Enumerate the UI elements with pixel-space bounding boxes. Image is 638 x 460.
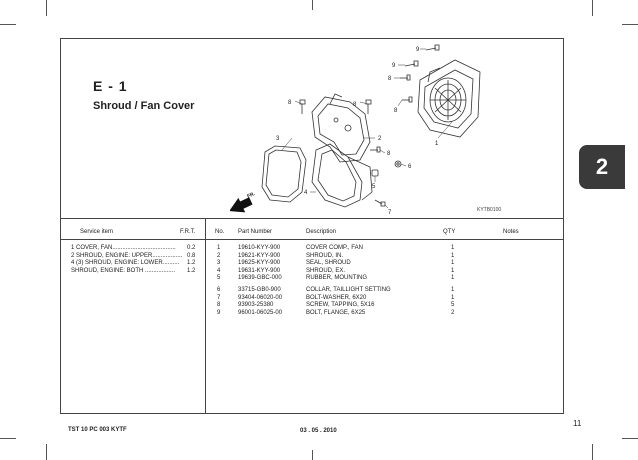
callout-9b: 9 <box>392 63 396 69</box>
section-code: E - 1 <box>93 78 128 94</box>
part-number: 19610-KYY-900 <box>238 245 281 251</box>
service-item-frt: 1.2 <box>187 260 196 266</box>
callout-8c: 8 <box>288 100 292 106</box>
chapter-tab: 2 <box>579 145 625 189</box>
header-qty: QTY <box>443 229 456 235</box>
crop-mark <box>592 0 593 16</box>
part-qty: 1 <box>451 260 455 266</box>
part-qty: 1 <box>451 267 455 274</box>
exploded-parts-diagram: 9 9 8 8 8 8 1 3 2 8 6 4 5 7 FR. <box>230 44 481 214</box>
callout-2: 2 <box>378 136 382 142</box>
part-number: 93903-25380 <box>238 302 274 308</box>
part-no: 5 <box>217 275 221 281</box>
part-description: SHROUD, IN. <box>306 252 344 259</box>
lower-shroud-drawing <box>311 143 373 208</box>
upper-shroud-drawing <box>311 93 371 163</box>
part-description: SCREW, TAPPING, 5X16 <box>306 302 375 308</box>
part-number: 96001-06025-00 <box>238 309 283 316</box>
service-item-frt: 0.8 <box>187 252 196 259</box>
part-qty: 1 <box>451 294 455 301</box>
callout-8a: 8 <box>388 76 392 82</box>
header-description: Description <box>306 229 337 235</box>
service-item-row: 4 (3) SHROUD, ENGINE: LOWER.......... <box>71 260 180 266</box>
callout-1: 1 <box>435 141 439 147</box>
header-divider <box>60 239 564 240</box>
header-no: No. <box>215 229 225 235</box>
crop-mark <box>0 438 16 439</box>
part-number: 93404-06020-00 <box>238 294 283 301</box>
part-no: 6 <box>217 287 221 293</box>
column-divider <box>205 218 206 414</box>
callout-5: 5 <box>372 184 376 190</box>
header-service-item: Service item <box>80 229 114 235</box>
crop-mark <box>46 444 47 460</box>
header-part-number: Part Number <box>238 229 273 235</box>
front-label: FR. <box>246 191 256 200</box>
fan-cover-drawing <box>417 59 481 138</box>
service-item-row: 1 COVER, FAN............................… <box>71 245 176 251</box>
diagram-ref-code: KYTB0100 <box>477 207 502 213</box>
callout-8d: 8 <box>353 102 357 108</box>
part-no: 4 <box>217 267 221 274</box>
header-notes: Notes <box>503 229 519 235</box>
crop-mark <box>312 0 313 10</box>
part-no: 1 <box>217 245 221 251</box>
crop-mark <box>622 438 638 439</box>
callout-8e: 8 <box>387 151 391 157</box>
part-description: RUBBER, MOUNTING <box>306 275 368 281</box>
part-description: BOLT-WASHER, 6X20 <box>306 294 367 301</box>
part-no: 8 <box>217 302 221 308</box>
part-qty: 5 <box>451 302 455 308</box>
footer-date: 03 . 05 . 2010 <box>300 428 337 434</box>
crop-mark <box>592 444 593 460</box>
part-description: BOLT, FLANGE, 6X25 <box>306 309 366 316</box>
crop-mark <box>312 450 313 460</box>
seal-drawing <box>261 145 307 203</box>
part-qty: 1 <box>451 252 455 259</box>
callout-8b: 8 <box>394 108 398 114</box>
part-number: 19621-KYY-900 <box>238 252 281 259</box>
service-item-frt: 0.2 <box>187 245 196 251</box>
header-frt: F.R.T. <box>180 229 196 235</box>
service-item-frt: 1.2 <box>187 267 196 274</box>
crop-mark <box>0 24 16 25</box>
footer-code: TST 10 PC 003 KYTF <box>68 427 127 433</box>
page-frame <box>60 38 564 414</box>
callout-9a: 9 <box>416 47 420 53</box>
callout-6: 6 <box>408 164 412 170</box>
part-no: 2 <box>217 252 221 259</box>
callout-4: 4 <box>304 190 308 196</box>
part-number: 19631-KYY-900 <box>238 267 281 274</box>
part-number: 19625-KYY-900 <box>238 260 281 266</box>
part-no: 7 <box>217 294 221 301</box>
crop-mark <box>46 0 47 16</box>
fastener-drawings <box>299 44 440 207</box>
front-arrow-icon <box>230 197 253 213</box>
part-qty: 2 <box>451 309 455 316</box>
part-no: 9 <box>217 309 221 316</box>
crop-mark <box>622 24 638 25</box>
part-number: 19639-GBC-000 <box>238 275 282 281</box>
callout-7: 7 <box>388 210 392 214</box>
part-number: 33715-GB0-900 <box>238 287 281 293</box>
service-item-row: SHROUD, ENGINE: BOTH .................. <box>71 267 176 274</box>
part-description: COLLAR, TAILLIGHT SETTING <box>306 287 391 293</box>
service-item-row: 2 SHROUD, ENGINE: UPPER.................… <box>71 252 183 259</box>
leader-lines <box>281 48 453 209</box>
part-description: SHROUD, EX. <box>306 267 346 274</box>
callout-3: 3 <box>276 136 280 142</box>
part-qty: 1 <box>451 275 455 281</box>
part-qty: 1 <box>451 245 455 251</box>
part-description: SEAL, SHROUD <box>306 260 351 266</box>
part-description: COVER COMP., FAN <box>306 245 363 251</box>
part-qty: 1 <box>451 287 455 293</box>
part-no: 3 <box>217 260 221 266</box>
diagram-divider <box>60 218 564 219</box>
page-number: 11 <box>573 419 582 428</box>
section-title: Shroud / Fan Cover <box>93 100 195 112</box>
